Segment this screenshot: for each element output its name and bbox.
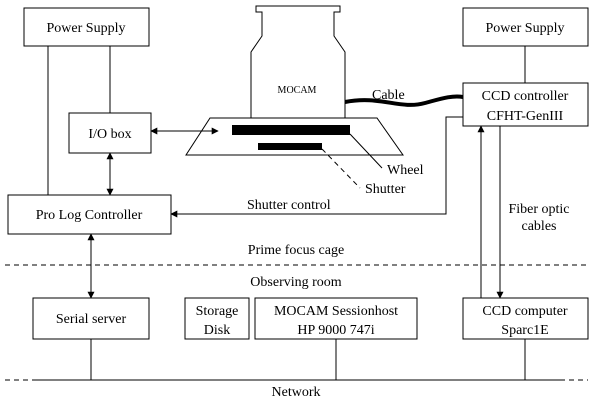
shutter-control-label: Shutter control (247, 198, 331, 213)
prolog-controller-box: Pro Log Controller (7, 194, 172, 235)
network-label: Network (272, 385, 321, 398)
io-box-label: I/O box (88, 127, 131, 142)
ccd-computer-label-line2: Sparc1E (501, 323, 548, 338)
prolog-controller-label: Pro Log Controller (36, 208, 143, 223)
sessionhost-box: MOCAM Sessionhost HP 9000 747i (254, 297, 418, 340)
mocam-label: MOCAM (278, 85, 317, 96)
storage-disk-label-line1: Storage (196, 304, 239, 319)
shutter-pointer (321, 148, 361, 189)
shutter-plate (258, 143, 322, 150)
wheel-plate (232, 125, 350, 135)
power-supply-left-box: Power Supply (23, 7, 150, 47)
wheel-label: Wheel (387, 163, 424, 178)
ccd-computer-box: CCD computer Sparc1E (462, 297, 589, 340)
storage-disk-label-line2: Disk (204, 323, 230, 338)
sessionhost-label-line2: HP 9000 747i (297, 323, 374, 338)
power-supply-left-label: Power Supply (47, 21, 126, 36)
ccd-computer-label-line1: CCD computer (482, 304, 567, 319)
shutter-control-line (170, 116, 463, 218)
power-supply-right-box: Power Supply (462, 7, 589, 47)
fiber-label-line1: Fiber optic (508, 202, 569, 217)
io-box: I/O box (68, 112, 152, 154)
wheel-pointer (349, 133, 383, 169)
storage-disk-box: Storage Disk (184, 297, 250, 340)
ccd-controller-label-line1: CCD controller (482, 89, 569, 104)
serial-server-box: Serial server (32, 297, 150, 340)
mocam-camera: MOCAM (250, 5, 346, 119)
sessionhost-label-line1: MOCAM Sessionhost (274, 304, 398, 319)
cable-label: Cable (372, 88, 405, 103)
shutter-label: Shutter (365, 182, 406, 197)
observing-room-label: Observing room (250, 275, 341, 290)
fiber-label-line2: cables (522, 219, 557, 234)
power-supply-right-label: Power Supply (486, 21, 565, 36)
ccd-controller-box: CCD controller CFHT-GenIII (462, 82, 589, 127)
cable-line (344, 94, 464, 107)
wheel-shutter-assembly (185, 117, 404, 156)
serial-server-label: Serial server (56, 312, 127, 327)
prime-focus-cage-label: Prime focus cage (248, 243, 344, 258)
ccd-controller-label-line2: CFHT-GenIII (487, 109, 564, 124)
